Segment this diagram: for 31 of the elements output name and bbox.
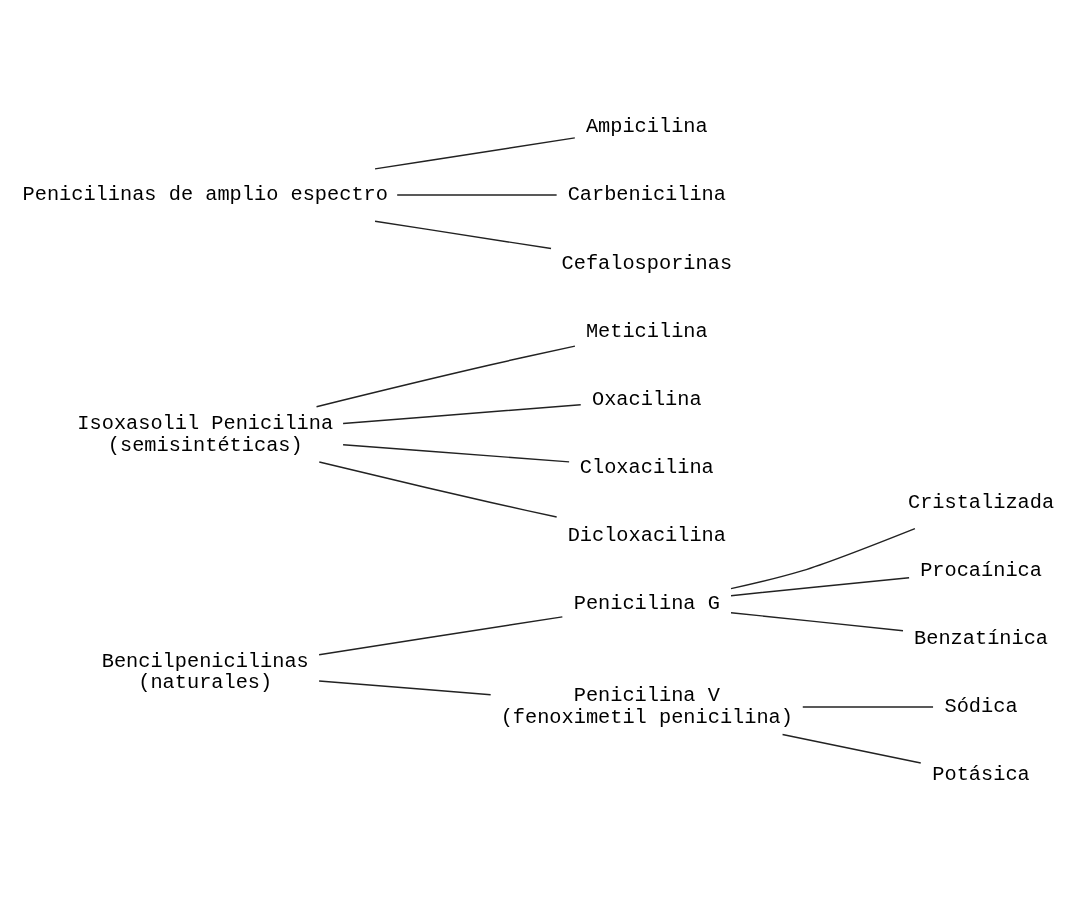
node-text: Procaínica [920, 559, 1042, 582]
node-text: Cristalizada [907, 490, 1055, 514]
node-text: Potásica [932, 763, 1030, 787]
node-text: Penicilina G [573, 592, 720, 616]
node-text: Penicilinas de amplio espectro [22, 183, 388, 207]
connector [730, 527, 916, 590]
node-text: Cefalosporinas [561, 251, 733, 275]
connector [396, 194, 558, 196]
connector [318, 616, 564, 656]
node-text: Penicilina V (fenoximetil penicilina) [500, 684, 793, 730]
connector [374, 137, 576, 170]
node-text: Bencilpenicilinas (naturales) [101, 649, 309, 695]
connector [781, 733, 922, 764]
connector [318, 461, 558, 518]
node-text: Dicloxacilina [567, 524, 726, 548]
node-text: Sódica [944, 695, 1018, 719]
connector [374, 220, 552, 250]
node-text: Isoxasolil Penicilina (semisintéticas) [77, 411, 334, 457]
node-text: Meticilina [585, 319, 708, 343]
node-text: Carbenicilina [567, 183, 726, 207]
connector [802, 706, 934, 708]
connector [730, 611, 904, 632]
connector [315, 345, 576, 408]
node-text: Ampicilina [585, 115, 708, 139]
connector [342, 403, 582, 425]
node-text: Oxacilina [592, 387, 702, 411]
node-text: Benzatínica [914, 627, 1049, 651]
node-text: Cloxacilina [579, 456, 714, 480]
connector [318, 680, 492, 696]
connector [730, 577, 910, 597]
connector [342, 443, 570, 463]
